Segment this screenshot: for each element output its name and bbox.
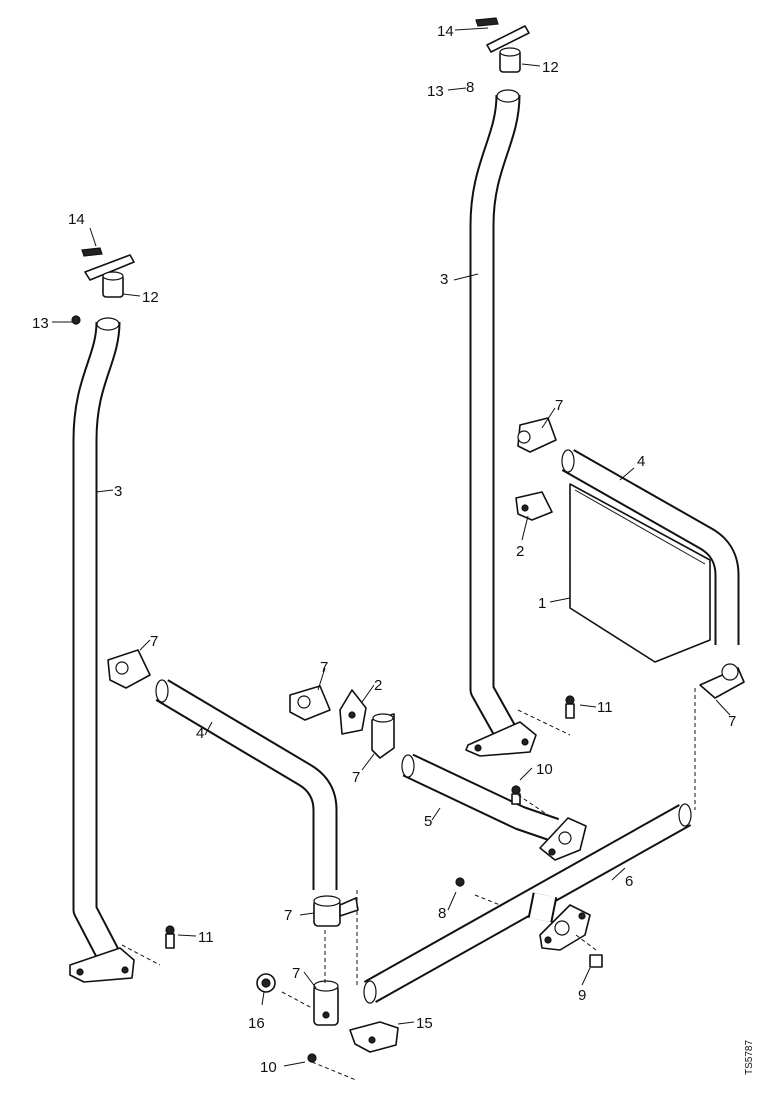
- leader-lines: [52, 27, 731, 1067]
- callout-13-left: 13: [32, 315, 49, 332]
- bracket-2-center: [339, 689, 367, 735]
- bracket-2-right: [515, 491, 553, 521]
- lower-sleeve-7-lower: [313, 980, 339, 1026]
- callout-3-right: 3: [440, 271, 448, 288]
- right-upright-pipe: [469, 89, 521, 747]
- bracket-7-upper-right: [517, 417, 557, 453]
- callout-1: 1: [538, 595, 546, 612]
- callout-7-lower-lower: 7: [292, 965, 300, 982]
- callout-14-left: 14: [68, 211, 85, 228]
- bracket-7-center-tall: [371, 713, 395, 759]
- bracket-7-center: [289, 685, 331, 721]
- callout-labels: 14 12 13 8 14 12 13 3 3 7 4 2 1 7 4 7 2 …: [32, 23, 736, 1076]
- figure-code: TS5787: [744, 1040, 755, 1075]
- left-top-clamp: [71, 247, 135, 325]
- bracket-7-right-end: [699, 663, 745, 699]
- fasteners: [165, 695, 603, 1063]
- assembly-lines: [121, 688, 696, 1081]
- lower-sleeve-7-upper: [313, 895, 359, 927]
- callout-9-lower-right: 9: [578, 987, 586, 1004]
- arm-5: [401, 753, 560, 842]
- callout-12-left: 12: [142, 289, 159, 306]
- callout-8-lower: 8: [438, 905, 446, 922]
- callout-2-right: 2: [516, 543, 524, 560]
- left-upright-pipe: [72, 317, 122, 964]
- crossbar: [363, 803, 692, 1004]
- callout-13-right: 13: [427, 83, 444, 100]
- callout-4-left: 4: [196, 725, 204, 742]
- upper-rail: [561, 449, 740, 645]
- callout-7-upper-right: 7: [555, 397, 563, 414]
- right-top-clamp: [475, 17, 530, 73]
- callout-7-right-end: 7: [728, 713, 736, 730]
- callout-16: 16: [248, 1015, 265, 1032]
- crossbar-mount-plate: [527, 892, 591, 951]
- callout-5: 5: [424, 813, 432, 830]
- right-foot-plate: [465, 721, 537, 757]
- callout-2-center: 2: [374, 677, 382, 694]
- callout-4-right: 4: [637, 453, 645, 470]
- callout-10-lower: 10: [260, 1059, 277, 1076]
- callout-7-left: 7: [150, 633, 158, 650]
- left-foot-plate: [69, 947, 135, 983]
- callout-11-left: 11: [198, 929, 214, 946]
- callout-3-left: 3: [114, 483, 122, 500]
- panel: [569, 483, 711, 663]
- callout-11-right: 11: [597, 699, 613, 716]
- callout-7-lower-upper: 7: [284, 907, 292, 924]
- callout-10-upper: 10: [536, 761, 553, 778]
- end-plate-15: [349, 1021, 399, 1053]
- left-rail: [155, 679, 338, 890]
- callout-12-right: 12: [542, 59, 559, 76]
- cap-16: [256, 973, 276, 993]
- arm-5-plate: [539, 817, 587, 861]
- callout-6: 6: [625, 873, 633, 890]
- callout-7-center: 7: [320, 659, 328, 676]
- callout-8-right-top: 8: [466, 79, 474, 96]
- callout-15: 15: [416, 1015, 433, 1032]
- bracket-7-left: [107, 649, 151, 689]
- callout-7-center-tall: 7: [352, 769, 360, 786]
- callout-14-right: 14: [437, 23, 454, 40]
